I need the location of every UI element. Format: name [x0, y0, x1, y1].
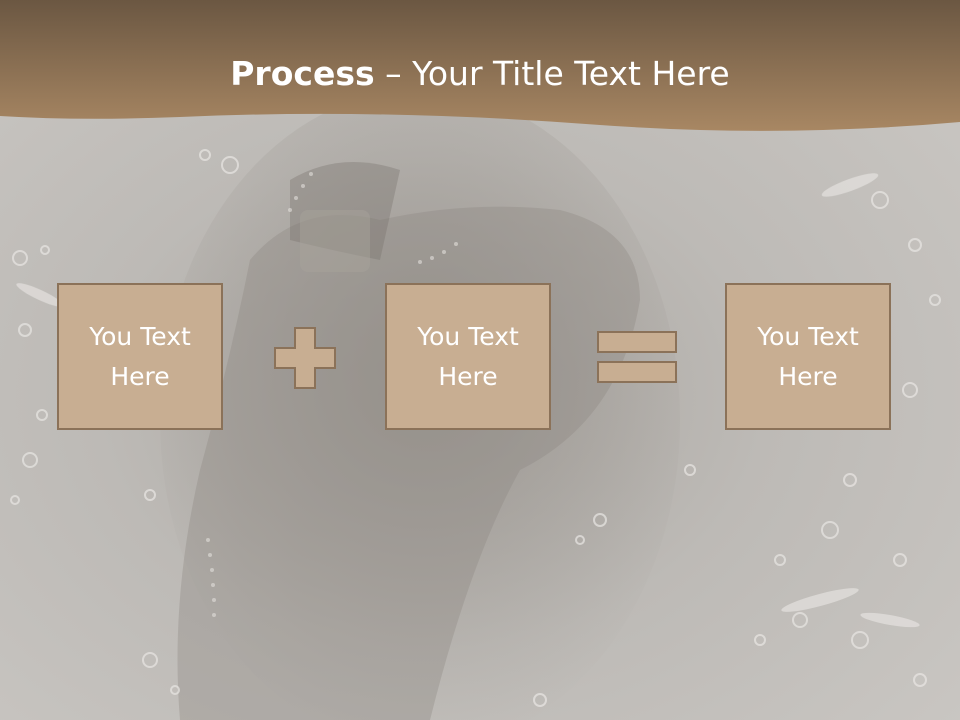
process-box-3[interactable]: You Text Here: [725, 283, 891, 430]
title-rest: – Your Title Text Here: [374, 54, 730, 93]
process-box-1[interactable]: You Text Here: [57, 283, 223, 430]
plus-icon: [274, 327, 336, 389]
header-band: [0, 0, 960, 131]
title-bold: Process: [230, 54, 375, 93]
equals-icon: [597, 331, 677, 383]
process-box-2[interactable]: You Text Here: [385, 283, 551, 430]
process-box-text-line2: Here: [110, 361, 170, 391]
process-box-text-line1: You Text: [89, 321, 191, 351]
process-box-text-line2: Here: [778, 361, 838, 391]
page-title: Process – Your Title Text Here: [0, 52, 960, 96]
process-box-text-line2: Here: [438, 361, 498, 391]
process-box-text-line1: You Text: [417, 321, 519, 351]
process-box-text-line1: You Text: [757, 321, 859, 351]
